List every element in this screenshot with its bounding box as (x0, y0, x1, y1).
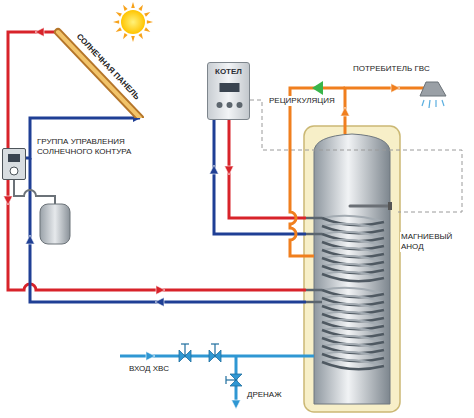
sun-ray (123, 33, 128, 39)
control-wire (250, 100, 462, 212)
sun-ray (123, 5, 128, 11)
boiler-supply-pipe (229, 120, 306, 218)
panel-surface (58, 32, 140, 118)
inlet-label: ВХОД ХВС (128, 364, 170, 374)
anode-label: МАГНИЕВЫЙ АНОД (400, 232, 460, 252)
sun-ray (144, 27, 150, 32)
coil-turn (322, 362, 384, 369)
sun-ray (144, 12, 150, 17)
boiler-box: КОТЕЛ (207, 62, 250, 120)
flow-arrow (210, 165, 219, 174)
flow-arrow (146, 352, 155, 361)
sun-ray (116, 12, 122, 17)
tank-insulation (304, 126, 400, 412)
pressure-gauge (10, 167, 18, 175)
flow-arrows (4, 28, 401, 410)
boiler-display (220, 83, 240, 92)
flow-arrow (232, 400, 241, 409)
solar-control-group: ГРУППА УПРАВЛЕНИЯ СОЛНЕЧНОГО КОНТУРА (2, 148, 26, 180)
recirculation-label: РЕЦИРКУЛЯЦИЯ (268, 96, 336, 106)
recirculation-pipe (290, 88, 345, 256)
solar-supply-pipe (8, 32, 306, 290)
panel-label: СОЛНЕЧНАЯ ПАНЕЛЬ (73, 32, 141, 102)
boiler-knob (237, 102, 243, 108)
anode-rod (350, 205, 390, 208)
drain-label: ДРЕНАЖ (246, 390, 283, 400)
sun-ray (138, 5, 143, 11)
recirculation-pump (312, 81, 323, 95)
solar-return-pipe (30, 158, 306, 302)
anode-cap (388, 202, 392, 210)
flow-arrow (156, 286, 165, 295)
boiler-label: КОТЕЛ (208, 63, 249, 77)
sun-ray (116, 27, 122, 32)
sun-ray (131, 36, 135, 42)
flow-arrow (4, 196, 13, 205)
boiler-return-pipe (214, 120, 306, 234)
boiler-knob (227, 102, 233, 108)
sun-ray (147, 20, 153, 24)
flow-arrow (155, 298, 164, 307)
group-heading: ГРУППА УПРАВЛЕНИЯ СОЛНЕЧНОГО КОНТУРА (37, 137, 155, 157)
sun-ray (113, 20, 119, 24)
heat-exchanger-coils (322, 216, 384, 369)
flow-arrow (391, 84, 400, 93)
water-drops (422, 100, 444, 108)
flow-arrow (225, 166, 234, 175)
flow-arrow (341, 107, 350, 116)
tank-body (314, 134, 390, 404)
coil-stub (306, 290, 322, 302)
hot-water-pipe (345, 88, 432, 134)
sun (121, 10, 145, 34)
solar-panel: СОЛНЕЧНАЯ ПАНЕЛЬ (52, 24, 144, 118)
consumer-label: ПОТРЕБИТЕЛЬ ГВС (352, 64, 431, 74)
controller-display (8, 154, 20, 162)
controller-front (3, 149, 27, 181)
sun-ray (131, 2, 135, 8)
coil-turn (322, 274, 384, 281)
flow-arrow (35, 28, 44, 37)
valve-handles (181, 344, 236, 384)
coil-stub (306, 218, 322, 234)
flow-arrow (26, 235, 35, 244)
sun-rays (113, 2, 153, 42)
panel-frame (58, 32, 140, 118)
boiler-knob (217, 102, 223, 108)
valves (179, 350, 242, 386)
panel-graphic (52, 24, 144, 118)
shower-head (420, 82, 446, 96)
sun-ray (138, 33, 143, 39)
expansion-vessel (40, 204, 70, 244)
vessel-pipe (14, 180, 55, 204)
